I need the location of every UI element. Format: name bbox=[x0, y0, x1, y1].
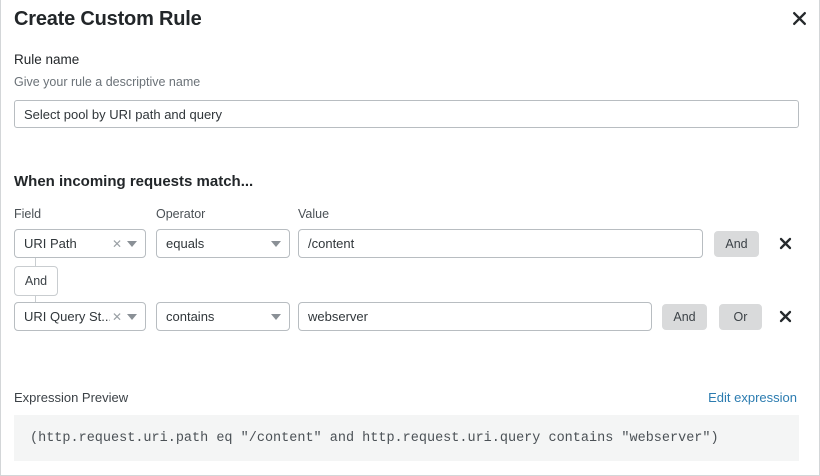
operator-select-2[interactable]: contains bbox=[156, 302, 290, 331]
rule-name-input[interactable] bbox=[14, 100, 799, 128]
rule-name-description: Give your rule a descriptive name bbox=[14, 75, 201, 89]
chevron-down-icon bbox=[127, 240, 137, 247]
clear-icon[interactable]: ✕ bbox=[111, 236, 122, 251]
value-input-1[interactable] bbox=[298, 229, 703, 258]
remove-condition-button-2[interactable] bbox=[773, 302, 797, 330]
page-title: Create Custom Rule bbox=[14, 8, 202, 30]
remove-condition-button-1[interactable] bbox=[773, 229, 797, 257]
operator-select-2-value: contains bbox=[166, 309, 215, 324]
rule-name-label: Rule name bbox=[14, 52, 80, 67]
operator-select-1-value: equals bbox=[166, 236, 205, 251]
field-select-2-value: URI Query St... bbox=[24, 309, 110, 324]
and-button-2[interactable]: And bbox=[662, 304, 707, 330]
chevron-down-icon bbox=[271, 313, 281, 320]
condition-connector: And bbox=[14, 258, 134, 304]
value-input-2[interactable] bbox=[298, 302, 652, 331]
clear-icon[interactable]: ✕ bbox=[111, 309, 122, 324]
and-button-1[interactable]: And bbox=[714, 231, 759, 257]
expression-preview-code: (http.request.uri.path eq "/content" and… bbox=[14, 415, 799, 461]
or-button-2[interactable]: Or bbox=[719, 304, 762, 330]
chevron-down-icon bbox=[271, 240, 281, 247]
connector-line-bottom bbox=[35, 296, 36, 304]
connector-and-button[interactable]: And bbox=[14, 266, 58, 296]
close-icon[interactable] bbox=[787, 6, 811, 30]
column-header-operator: Operator bbox=[156, 207, 206, 221]
expression-preview-label: Expression Preview bbox=[14, 390, 129, 405]
operator-select-1[interactable]: equals bbox=[156, 229, 290, 258]
field-select-1-value: URI Path bbox=[24, 236, 77, 251]
match-section-heading: When incoming requests match... bbox=[14, 173, 254, 190]
field-select-2[interactable]: URI Query St... ✕ bbox=[14, 302, 146, 331]
column-header-value: Value bbox=[298, 207, 330, 221]
field-select-1[interactable]: URI Path ✕ bbox=[14, 229, 146, 258]
condition-row: URI Query St... ✕ contains And Or bbox=[1, 302, 820, 332]
chevron-down-icon bbox=[127, 313, 137, 320]
column-header-field: Field bbox=[14, 207, 42, 221]
condition-row: URI Path ✕ equals And bbox=[1, 229, 820, 259]
connector-line-top bbox=[35, 258, 36, 266]
edit-expression-link[interactable]: Edit expression bbox=[708, 390, 797, 405]
